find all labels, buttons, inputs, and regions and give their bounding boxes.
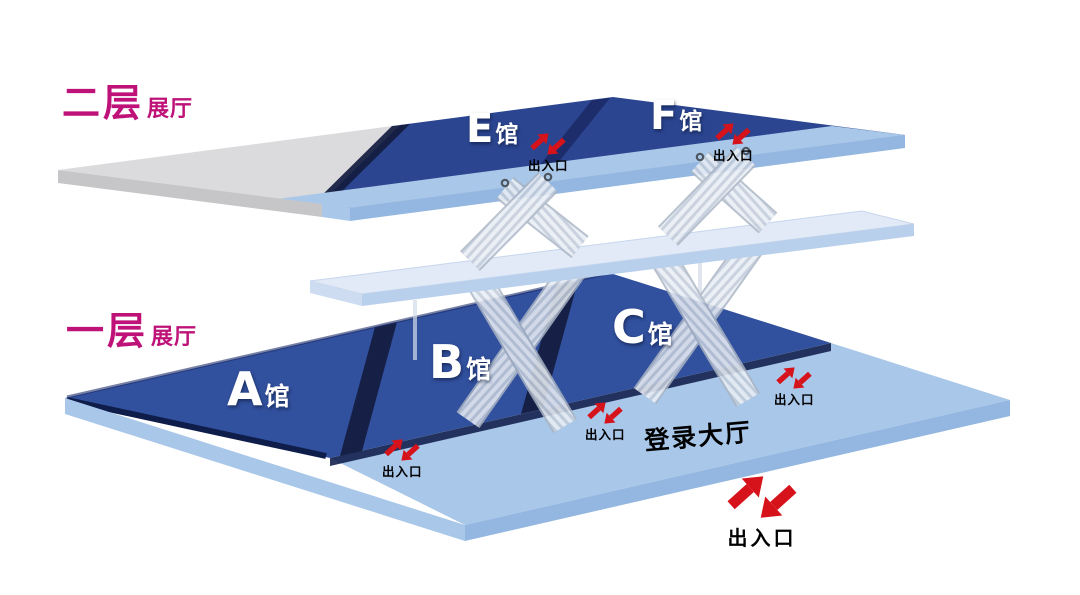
escalator-landing-slab (309, 210, 915, 306)
escalator-flight (460, 172, 558, 271)
entrance-label: 出入口 (774, 392, 815, 407)
second-floor-front-aisle (277, 126, 905, 208)
landing-side-front (362, 224, 914, 306)
hall-b-letter: B (429, 335, 465, 389)
second-floor-title-main: 二层 (62, 81, 145, 125)
hall-a-b-divider-stripe (340, 322, 397, 456)
second-floor-gray-deck (58, 125, 400, 204)
hall-b-suffix: 馆 (466, 355, 492, 384)
handrail-hook (500, 178, 510, 188)
hall-a-label: A 馆 (227, 366, 290, 412)
hall-f-label: F 馆 (650, 96, 702, 136)
two-way-arrows-icon (587, 402, 623, 424)
hall-c-letter: C (612, 300, 646, 354)
hall-f-suffix: 馆 (679, 109, 703, 135)
hall-a-suffix: 馆 (264, 382, 290, 411)
arrow-sw-icon (401, 443, 420, 461)
entrance-label: 出入口 (382, 464, 423, 479)
entrance-label: 出入口 (585, 427, 626, 442)
arrow-ne-icon (727, 476, 764, 510)
first-floor-title-main: 一层 (66, 309, 149, 353)
hall-e-suffix: 馆 (495, 122, 519, 148)
first-floor-hall-deck (65, 273, 831, 458)
entrance-label: 出入口 (528, 158, 569, 173)
second-floor-side-gray (58, 170, 322, 217)
two-way-arrows-icon (776, 367, 812, 389)
arrow-ne-icon (384, 439, 403, 457)
first-floor-front-left-edge (66, 397, 327, 459)
two-way-arrows-icon (384, 439, 420, 461)
arrow-sw-icon (604, 406, 623, 424)
hall-b-label: B 馆 (429, 339, 491, 385)
hall-c-label: C 馆 (612, 304, 673, 350)
arrow-ne-icon (587, 402, 606, 420)
lobby-deck (330, 343, 1010, 525)
second-floor-slab (58, 97, 905, 221)
first-floor-title: 一层 展厅 (66, 312, 197, 350)
landing-side-left (310, 281, 362, 306)
arrow-ne-icon (715, 123, 734, 141)
two-way-arrows-icon (715, 123, 751, 145)
second-floor-title-sub: 展厅 (147, 97, 194, 122)
second-floor-left-stripe (312, 124, 410, 205)
first-floor-back-left-edge (66, 272, 606, 399)
entrance-marker-hall-c: 出入口 (774, 364, 815, 407)
entrance-marker-hall-e: 出入口 (528, 130, 569, 173)
escalator-flight (657, 146, 757, 246)
hall-a-letter: A (227, 362, 263, 416)
arrow-ne-icon (530, 133, 549, 151)
entrance-marker-main: 出入口 (727, 470, 797, 550)
handrail-hook (543, 172, 553, 182)
entrance-label: 出入口 (713, 148, 754, 163)
two-way-arrows-icon (530, 133, 566, 155)
arrow-ne-icon (776, 367, 795, 385)
entrance-marker-hall-a: 出入口 (382, 436, 423, 479)
hall-e-label: E 馆 (466, 109, 518, 149)
first-floor-side-left (65, 398, 465, 541)
hall-e-letter: E (466, 106, 494, 152)
second-floor-title: 二层 展厅 (62, 84, 193, 122)
handrail-hook (741, 146, 751, 156)
arrow-sw-icon (760, 484, 797, 518)
entrance-label: 出入口 (727, 526, 797, 550)
arrow-sw-icon (547, 137, 566, 155)
first-floor-side-front (465, 400, 1010, 541)
two-way-arrows-icon (727, 476, 797, 518)
arrow-sw-icon (793, 371, 812, 389)
upper-escalators (460, 146, 778, 271)
second-floor-side-front (350, 135, 905, 221)
second-floor-side-left (322, 204, 350, 221)
handrail-hook (695, 152, 705, 162)
hall-f-letter: F (650, 93, 678, 139)
hall-c-suffix: 馆 (647, 320, 673, 349)
arrow-sw-icon (732, 127, 751, 145)
entrance-marker-hall-b: 出入口 (585, 399, 626, 442)
hall-lobby-boundary-stripe (330, 343, 831, 466)
entrance-marker-hall-f: 出入口 (713, 120, 754, 163)
first-floor-title-sub: 展厅 (151, 325, 198, 350)
lower-escalators (413, 235, 764, 434)
